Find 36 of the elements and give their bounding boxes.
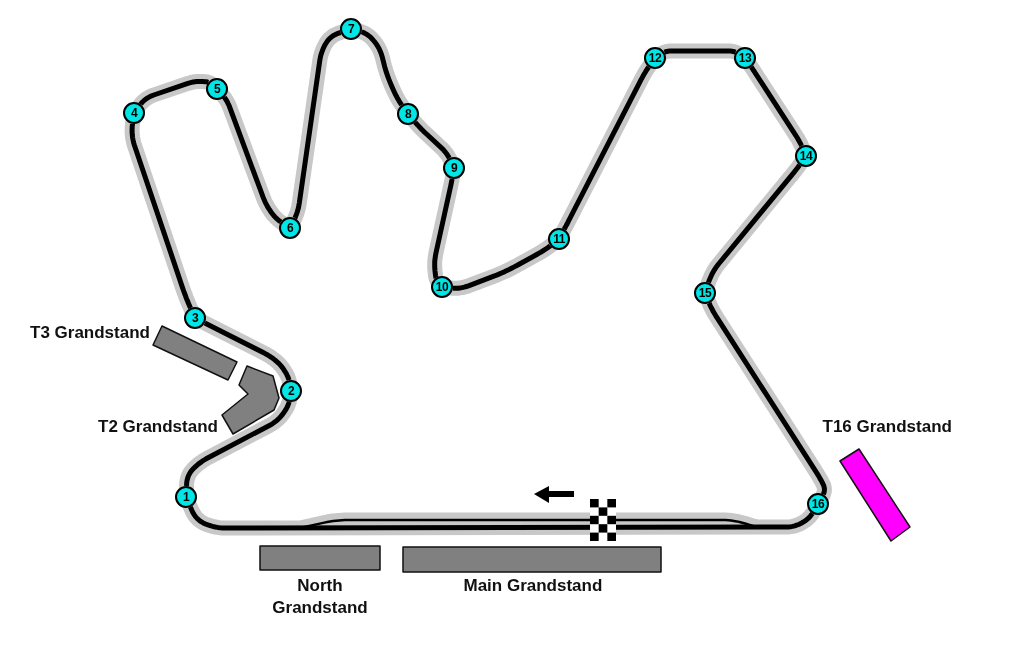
track-section [184, 400, 292, 487]
track-section [562, 65, 651, 231]
turn-marker: 15 [694, 282, 716, 304]
turn-marker: 14 [795, 145, 817, 167]
grandstand-label: T3 Grandstand [30, 322, 150, 344]
grandstand-label: North Grandstand [271, 575, 369, 619]
turn-marker: 9 [443, 157, 465, 179]
turn-marker: 11 [548, 228, 570, 250]
turn-marker: 1 [175, 486, 197, 508]
turn-marker: 6 [279, 217, 301, 239]
track-section [292, 30, 342, 221]
turn-marker: 5 [206, 78, 228, 100]
track-section [221, 94, 283, 224]
track-section [706, 301, 827, 497]
track-section [749, 65, 804, 148]
turn-marker: 4 [123, 102, 145, 124]
turn-marker: 13 [734, 47, 756, 69]
turn-marker: 10 [431, 276, 453, 298]
turn-marker: 2 [280, 380, 302, 402]
track-section [432, 177, 455, 281]
turn-marker: 8 [397, 103, 419, 125]
track-section [138, 78, 210, 107]
track-section [188, 506, 815, 531]
turn-marker: 7 [340, 18, 362, 40]
track-section [662, 48, 738, 55]
track-section [413, 120, 452, 160]
grandstand-label: Main Grandstand [463, 575, 603, 597]
turn-marker: 12 [644, 47, 666, 69]
track-section [360, 29, 404, 107]
turn-marker: 16 [807, 493, 829, 515]
track-section [203, 320, 292, 383]
turn-marker: 3 [184, 307, 206, 329]
grandstand-label: T16 Grandstand [822, 416, 952, 438]
track-section [129, 121, 193, 309]
grandstand-label: T2 Grandstand [98, 416, 218, 438]
track-section [706, 163, 802, 285]
